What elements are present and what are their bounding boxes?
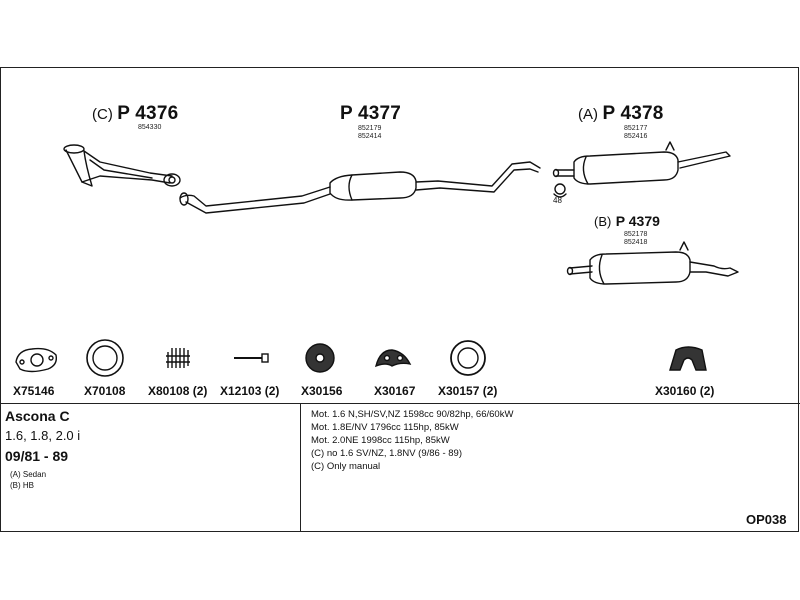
ring-gasket-icon: [86, 339, 124, 377]
divider-horizontal: [0, 403, 800, 404]
note-line: (C) no 1.6 SV/NZ, 1.8NV (9/86 - 89): [311, 448, 463, 459]
group-main-oe: 852179 852414: [358, 125, 381, 141]
part-label-x70108: X70108: [84, 384, 126, 398]
flange-gasket-icon: [15, 347, 58, 373]
variant-b: (B) HB: [10, 481, 34, 490]
oe-number: 852178: [624, 231, 648, 238]
front-pipe-c: [63, 144, 181, 187]
group-c-code: P 4376: [117, 103, 179, 124]
part-label-x80108: X80108 (2): [148, 384, 208, 398]
part-label-x30167: X30167: [374, 384, 416, 398]
variant-a: (A) Sedan: [10, 470, 47, 479]
part-label-x12103: X12103 (2): [220, 384, 280, 398]
oe-number: 852414: [358, 133, 382, 140]
group-a-label: (A) P 4378: [578, 103, 664, 125]
middle-pipe: [179, 161, 541, 214]
oe-number: 854330: [138, 124, 162, 131]
group-b-oe: 852178 852418: [624, 231, 647, 247]
rubber-ring-icon: [450, 340, 486, 376]
rear-silencer-b: [566, 241, 739, 285]
bracket-mount-icon: [669, 346, 707, 371]
group-a-oe: 852177 852416: [624, 125, 647, 141]
oe-number: 852416: [624, 133, 648, 140]
spring-icon: [166, 348, 190, 368]
engine-notes: Mot. 1.6 N,SH/SV,NZ 1598cc 90/82hp, 66/6…: [311, 408, 513, 473]
oe-number: 852179: [358, 125, 382, 132]
rubber-mount-icon: [305, 343, 335, 373]
vehicle-years: 09/81 - 89: [5, 448, 69, 464]
group-a-prefix: (A): [578, 106, 598, 123]
oe-number: 852418: [624, 239, 648, 246]
part-label-x75146: X75146: [13, 384, 55, 398]
group-c-label: (C) P 4376: [92, 103, 178, 125]
group-b-label: (B) P 4379: [594, 213, 660, 231]
bolt-icon: [234, 353, 269, 363]
part-label-x30157: X30157 (2): [438, 384, 498, 398]
note-line: Mot. 1.8E/NV 1796cc 115hp, 85kW: [311, 422, 459, 433]
diagram-frame: [0, 67, 799, 532]
note-line: Mot. 2.0NE 1998cc 115hp, 85kW: [311, 435, 450, 446]
group-c-oe: 854330: [138, 124, 161, 132]
diagram-code: OP038: [746, 512, 787, 527]
clamp-icon: [553, 183, 567, 198]
rear-silencer-a: [552, 141, 731, 185]
part-label-x30160: X30160 (2): [655, 384, 715, 398]
group-a-code: P 4378: [602, 103, 664, 124]
group-main-code: P 4377: [340, 103, 402, 124]
group-b-prefix: (B): [594, 214, 612, 229]
divider-vertical: [300, 403, 301, 532]
group-b-code: P 4379: [615, 213, 660, 229]
vehicle-engines: 1.6, 1.8, 2.0 i: [5, 428, 81, 443]
rubber-hanger-icon: [374, 349, 412, 368]
part-label-x30156: X30156: [301, 384, 343, 398]
note-line: Mot. 1.6 N,SH/SV,NZ 1598cc 90/82hp, 66/6…: [311, 409, 514, 420]
vehicle-variants: (A) Sedan (B) HB: [10, 469, 46, 491]
oe-number: 852177: [624, 125, 648, 132]
group-c-prefix: (C): [92, 106, 113, 123]
note-line: (C) Only manual: [311, 461, 381, 472]
vehicle-model: Ascona C: [5, 408, 70, 424]
group-main-label: P 4377: [340, 103, 401, 125]
clamp-size: 48: [553, 196, 562, 205]
